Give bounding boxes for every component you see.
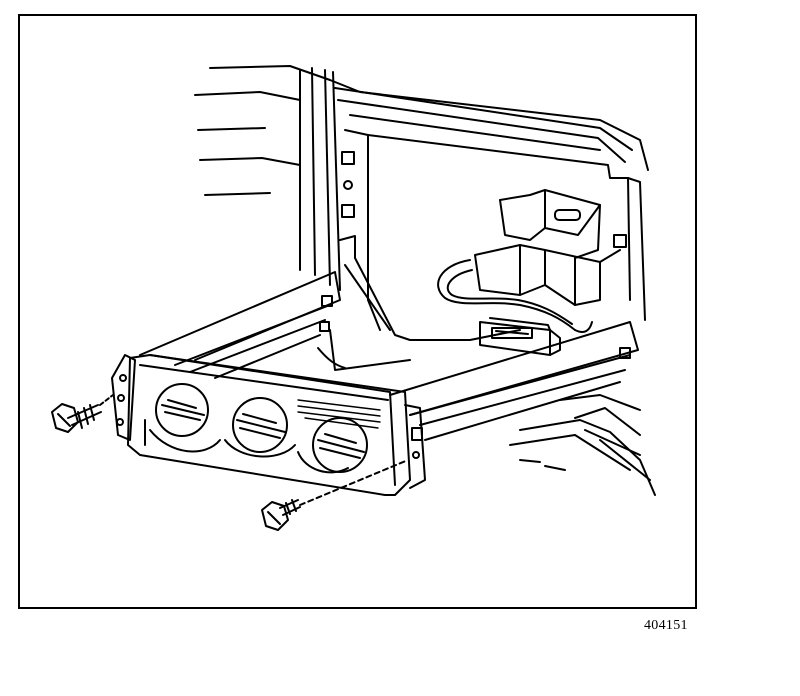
wiring-harness [437,259,593,333]
illustration-frame [18,14,697,609]
dashboard-structure [194,65,649,371]
lower-dash-trim [509,394,656,496]
control-knob-center [232,397,288,453]
rear-mounting-bracket [474,189,621,306]
rear-defrost-buttons [297,399,381,429]
hvac-control-head [111,354,426,496]
control-knob-right [312,417,368,473]
screw-right [261,459,409,531]
electrical-connector [479,317,561,356]
mounting-rails [139,271,639,441]
screw-left [51,394,114,433]
control-knob-left [155,383,209,437]
figure-number: 404151 [644,618,688,633]
